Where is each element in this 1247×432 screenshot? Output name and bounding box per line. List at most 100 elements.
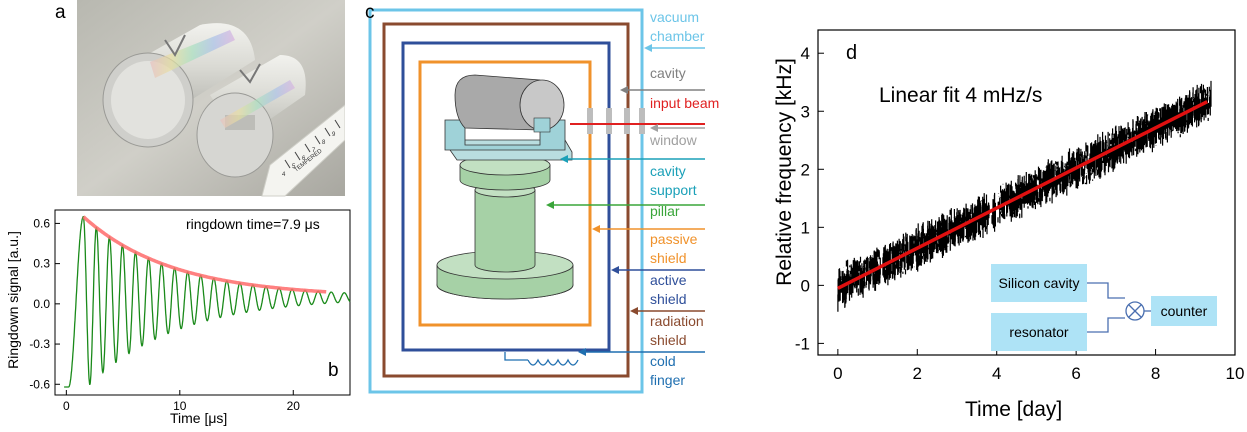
frequency-drift-chart: 0 2 4 6 8 10 -1 0 1 2 3 4 <box>795 29 1245 383</box>
drift-y-tick-label: 4 <box>801 44 810 63</box>
label-passive-shield: passive shield <box>650 230 697 268</box>
cavity-cylinder-left <box>102 23 255 148</box>
inset-silicon-cavity-box: Silicon cavity <box>991 264 1087 302</box>
ringdown-plot-frame <box>54 209 351 396</box>
panel-letter-c: c <box>365 2 375 23</box>
active-shield-outline <box>401 41 611 352</box>
arrowhead <box>592 225 600 233</box>
linear-fit-line <box>837 100 1208 290</box>
label-line: vacuum <box>650 9 700 25</box>
ringdown-y-tick-label: 0.3 <box>33 257 50 271</box>
panel-letter-d: d <box>846 42 858 64</box>
radiation-shield-outline <box>382 22 630 378</box>
ruler-number: 7 <box>312 148 316 154</box>
drift-y-tick-label: 1 <box>801 218 810 237</box>
arrowhead <box>560 155 568 163</box>
cavity-cylinder-right <box>196 55 306 178</box>
drift-x-tick-label: 6 <box>1071 364 1080 383</box>
arrowhead <box>630 307 638 315</box>
panel-letter-b: b <box>328 360 339 381</box>
ringdown-x-tick-label: 10 <box>173 399 187 413</box>
label-pillar: pillar <box>650 202 680 221</box>
ringdown-annotation: ringdown time=7.9 μs <box>186 216 320 232</box>
label-cold-finger: cold finger <box>650 352 685 390</box>
label-line: chamber <box>650 28 705 44</box>
label-line: cold <box>650 353 676 369</box>
arrowhead <box>644 44 652 52</box>
cavity-support-block <box>444 119 573 161</box>
label-cavity-support: cavity support <box>650 162 697 200</box>
arrowhead <box>620 86 628 94</box>
drift-data-trace <box>837 80 1212 312</box>
ringdown-y-tick-label: 0.0 <box>33 297 50 311</box>
label-line: input beam <box>650 95 720 111</box>
label-radiation-shield: radiation shield <box>650 312 704 350</box>
ringdown-y-axis-label: Ringdown signal [a.u.] <box>5 231 21 369</box>
drift-y-tick-label: 0 <box>801 276 810 295</box>
label-arrows <box>546 44 705 356</box>
ringdown-x-axis-label: Time [μs] <box>170 410 228 426</box>
ruler-number: 9 <box>332 132 336 138</box>
drift-x-tick-label: 2 <box>913 364 922 383</box>
drift-plot-frame <box>817 29 1236 356</box>
drift-y-axis-label: Relative frequency [kHz] <box>773 58 796 286</box>
panel-c: c vacuum chamber cavity input beam window cav… <box>360 0 720 432</box>
cold-finger-coil <box>504 352 579 366</box>
label-line: cavity <box>650 65 686 81</box>
cavity-schematic <box>368 8 705 394</box>
label-line: passive <box>650 231 698 247</box>
label-line: radiation <box>650 313 704 329</box>
label-line: finger <box>650 372 686 388</box>
label-line: shield <box>650 291 687 307</box>
passive-shield-outline <box>418 60 592 327</box>
cavity-cylinder <box>454 74 565 133</box>
label-line: window <box>650 132 697 148</box>
drift-x-tick-label: 4 <box>992 364 1001 383</box>
ringdown-y-tick-label: -0.6 <box>29 377 50 391</box>
arrowhead <box>546 201 554 209</box>
label-line: cavity <box>650 163 686 179</box>
drift-y-tick-label: 3 <box>801 102 810 121</box>
ruler-number: 6 <box>302 156 306 162</box>
drift-y-tick-label: -1 <box>795 334 810 353</box>
label-vacuum-chamber: vacuum chamber <box>650 8 704 46</box>
label-line: active <box>650 272 687 288</box>
drift-x-tick-label: 0 <box>833 364 842 383</box>
ringdown-signal-line <box>64 215 351 388</box>
ringdown-x-tick-label: 20 <box>287 399 301 413</box>
panel-letter-a: a <box>55 2 66 23</box>
ruler-number: 4 <box>282 172 286 178</box>
ruler-number: 8 <box>322 140 326 146</box>
ruler-number: 5 <box>292 164 296 170</box>
label-input-beam: input beam <box>650 94 719 113</box>
arrowhead <box>611 266 619 274</box>
pillar-assembly <box>436 154 574 300</box>
ringdown-y-tick-label: 0.6 <box>33 216 50 230</box>
ruler-marks <box>284 119 341 169</box>
vacuum-chamber-outline <box>368 8 644 394</box>
inset-counter-box: counter <box>1151 296 1217 326</box>
inset-resonator-box: resonator <box>991 313 1087 351</box>
arrowhead <box>650 124 658 132</box>
label-line: support <box>650 182 697 198</box>
label-line: shield <box>650 250 687 266</box>
label-window: window <box>650 131 697 150</box>
drift-data-noise <box>837 80 1212 312</box>
linear-fit-annotation: Linear fit 4 mHz/s <box>879 84 1043 107</box>
ringdown-x-tick-label: 0 <box>63 399 70 413</box>
window-markers <box>587 108 645 134</box>
label-line: pillar <box>650 203 680 219</box>
drift-x-tick-label: 8 <box>1151 364 1160 383</box>
drift-y-tick-label: 2 <box>801 160 810 179</box>
ringdown-envelope-fit <box>82 215 327 294</box>
drift-x-tick-label: 10 <box>1226 364 1245 383</box>
label-active-shield: active shield <box>650 271 687 309</box>
label-line: shield <box>650 332 687 348</box>
label-cavity: cavity <box>650 64 686 83</box>
